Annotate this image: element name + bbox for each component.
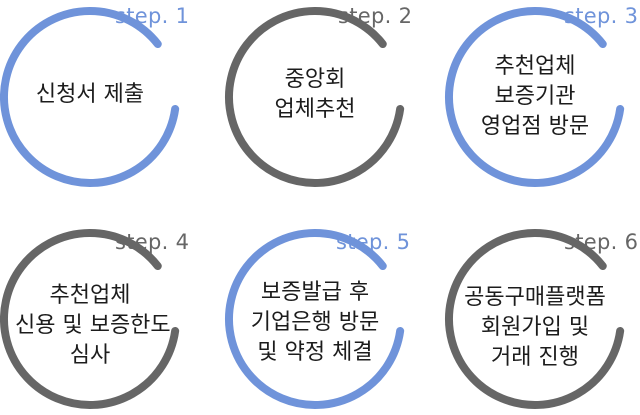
step-5: step. 5 보증발급 후 기업은행 방문 및 약정 체결 [220, 224, 410, 414]
progress-ring-icon [445, 6, 625, 187]
step-label: step. 2 [338, 4, 413, 28]
step-label: step. 5 [336, 230, 411, 254]
step-description: 중앙회 업체추천 [274, 67, 356, 122]
step-1: step. 1 신청서 제출 [0, 2, 189, 192]
step-description: 보증발급 후 기업은행 방문 및 약정 체결 [250, 280, 380, 365]
progress-ring-icon [225, 228, 405, 409]
step-label: step. 1 [115, 4, 190, 28]
step-label: step. 3 [564, 4, 639, 28]
step-2: step. 2 중앙회 업체추천 [220, 2, 413, 192]
step-4: step. 4 추천업체 신용 및 보증한도 심사 [0, 224, 189, 414]
step-label: step. 4 [115, 230, 190, 254]
step-description: 공동구매플랫폼 회원가입 및 거래 진행 [464, 285, 606, 370]
step-6: step. 6 공동구매플랫폼 회원가입 및 거래 진행 [440, 224, 638, 414]
step-label: step. 6 [564, 230, 639, 254]
step-3: step. 3 추천업체 보증기관 영업점 방문 [440, 2, 638, 192]
progress-ring-icon [445, 228, 625, 409]
step-description: 추천업체 보증기관 영업점 방문 [480, 54, 590, 139]
step-description: 신청서 제출 [35, 82, 145, 107]
progress-ring-icon [0, 6, 180, 187]
progress-ring-icon [0, 228, 180, 409]
step-description: 추천업체 신용 및 보증한도 심사 [15, 283, 171, 368]
progress-ring-icon [225, 6, 405, 187]
